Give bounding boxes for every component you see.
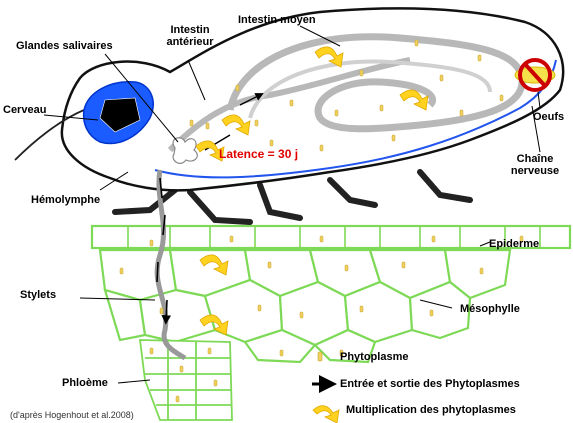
label-epiderme: Epiderme xyxy=(489,238,539,250)
legend-entree-sortie: Entrée et sortie des Phytoplasmes xyxy=(340,378,520,390)
label-intestin-anterieur-line1: Intestin xyxy=(163,24,217,36)
label-hemolymphe: Hémolymphe xyxy=(31,194,100,206)
label-oeufs: Oeufs xyxy=(533,111,564,123)
label-intestin-anterieur: Intestin antérieur xyxy=(163,24,217,48)
label-chaine-line2: nerveuse xyxy=(505,165,565,177)
credit-text: (d'après Hogenhout et al.2008) xyxy=(10,409,134,421)
label-chaine-nerveuse: Chaîne nerveuse xyxy=(505,153,565,177)
label-intestin-anterieur-line2: antérieur xyxy=(163,36,217,48)
label-stylets: Stylets xyxy=(20,289,56,301)
label-chaine-line1: Chaîne xyxy=(505,153,565,165)
salivary-glands xyxy=(173,138,197,164)
label-mesophylle: Mésophylle xyxy=(460,303,520,315)
label-cerveau: Cerveau xyxy=(3,104,46,116)
label-glandes-salivaires: Glandes salivaires xyxy=(16,40,113,52)
legend-multiplication: Multiplication des phytoplasmes xyxy=(346,404,516,416)
phloem-cells xyxy=(140,340,232,420)
label-phloeme: Phloème xyxy=(62,377,108,389)
label-latence: Latence = 30 j xyxy=(219,148,298,160)
phytoplasma-icon xyxy=(318,352,322,361)
label-intestin-moyen: Intestin moyen xyxy=(238,14,316,26)
legend-phytoplasme: Phytoplasme xyxy=(340,351,408,363)
curved-arrow-icon xyxy=(313,406,339,423)
